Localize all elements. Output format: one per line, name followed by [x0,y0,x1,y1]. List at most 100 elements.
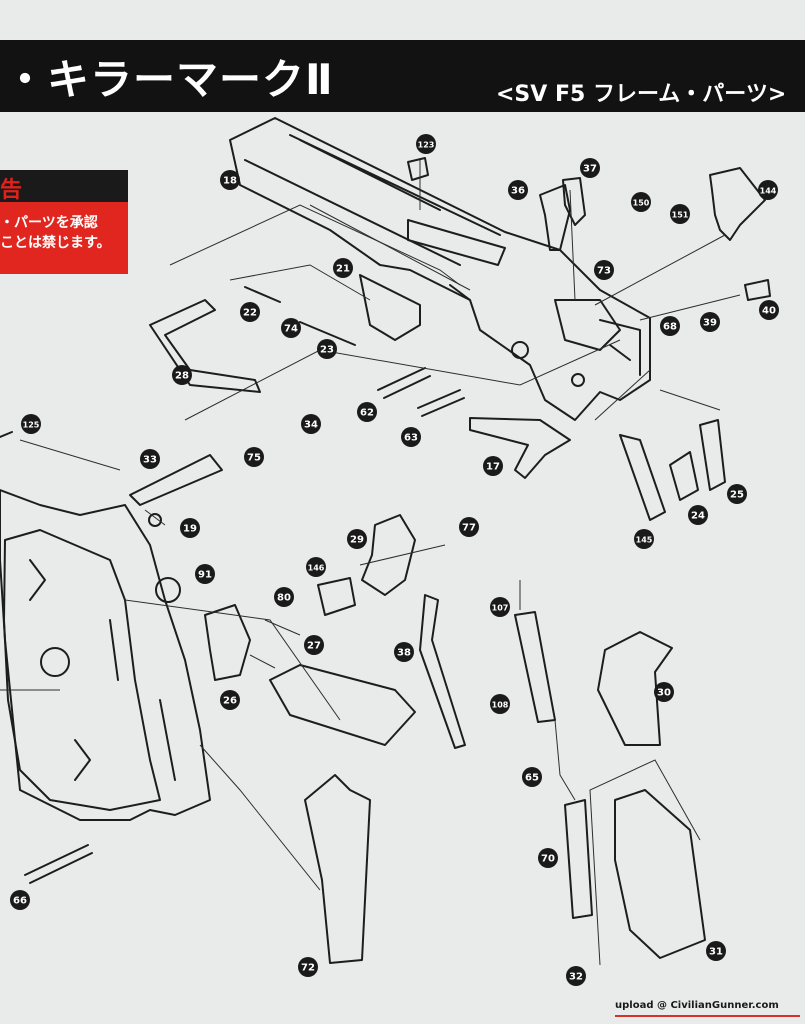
page-subtitle: <SV F5 フレーム・パーツ> [496,82,787,107]
pin-62 [377,367,431,399]
callout-marker [631,192,651,212]
callout-marker [298,957,318,977]
part-19 [148,513,162,527]
leader-lines [0,160,741,966]
callout-label: 63 [404,433,418,444]
callout-marker [654,682,674,702]
part-27 [269,664,416,746]
callout-marker [688,505,708,525]
callout-label: 151 [672,211,689,220]
pin-22 [244,286,281,303]
callout-label: 23 [320,345,334,356]
callout-marker [140,449,160,469]
warning-line-1: ・パーツを承認 [0,215,98,231]
part-91-ring [155,577,181,603]
callout-label: 29 [350,535,364,546]
slide-stop-part [149,299,261,393]
callout-marker [538,848,558,868]
callout-marker [357,402,377,422]
callout-label: 80 [277,593,291,604]
part-125 [0,431,13,438]
callout-label: 123 [418,141,435,150]
callout-marker [566,966,586,986]
callout-marker [195,564,215,584]
grip-part [0,489,211,821]
pin-63 [417,389,465,417]
title-banner [0,40,805,112]
callout-label: 38 [397,648,411,659]
callout-label: 33 [143,455,157,466]
part-40 [744,279,771,301]
part-107 [514,611,556,723]
callout-label: 144 [760,187,777,196]
callout-label: 68 [663,322,677,333]
part-70-spring [564,799,593,919]
callout-marker [394,642,414,662]
callout-marker [220,170,240,190]
part-31-magazine [614,789,706,959]
callout-marker [347,529,367,549]
callout-label: 70 [541,854,555,865]
callout-label: 37 [583,164,597,175]
callout-marker [10,890,30,910]
callout-label: 108 [492,701,509,710]
callout-marker [333,258,353,278]
warning-box [0,202,128,274]
callout-marker [459,517,479,537]
callout-marker [483,456,503,476]
part-123 [407,157,429,181]
callout-marker [759,300,779,320]
callout-marker [594,260,614,280]
watermark: upload @ CivilianGunner.com [615,1000,779,1011]
callout-label: 125 [23,421,40,430]
callout-marker [281,318,301,338]
pin-23 [299,321,356,346]
callout-label: 91 [198,570,212,581]
callout-marker [21,414,41,434]
warning-header [0,170,128,202]
callout-marker [416,134,436,154]
callout-label: 72 [301,963,315,974]
callout-label: 22 [243,308,257,319]
callout-marker [670,204,690,224]
callout-label: 36 [511,186,525,197]
callout-label: 73 [597,266,611,277]
callout-label: 28 [175,371,189,382]
part-29 [361,514,416,596]
callout-label: 107 [492,604,509,613]
callout-marker [180,518,200,538]
callout-marker [490,694,510,714]
part-26 [204,604,251,681]
callout-marker [172,365,192,385]
callout-marker [490,597,510,617]
page-title: ・キラーマークⅡ [4,55,334,104]
callout-marker [306,557,326,577]
part-145 [619,434,666,521]
callout-marker [304,635,324,655]
part-72 [304,774,371,964]
callout-label: 75 [247,453,261,464]
callout-label: 26 [223,696,237,707]
callout-marker [634,529,654,549]
callout-label: 31 [709,947,723,958]
callout-label: 27 [307,641,321,652]
callout-label: 146 [308,564,325,573]
callout-label: 150 [633,199,650,208]
callout-marker [758,180,778,200]
callout-marker [660,316,680,336]
callout-label: 18 [223,176,237,187]
part-33 [129,454,223,506]
callout-marker [522,767,542,787]
callout-label: 65 [525,773,539,784]
callout-label: 74 [284,324,298,335]
part-24 [669,451,699,501]
callout-label: 62 [360,408,374,419]
callout-label: 34 [304,420,318,431]
callout-label: 19 [183,524,197,535]
part-21 [359,274,421,341]
part-30 [597,631,673,746]
callout-marker [706,941,726,961]
callout-marker [244,447,264,467]
callout-label: 66 [13,896,27,907]
